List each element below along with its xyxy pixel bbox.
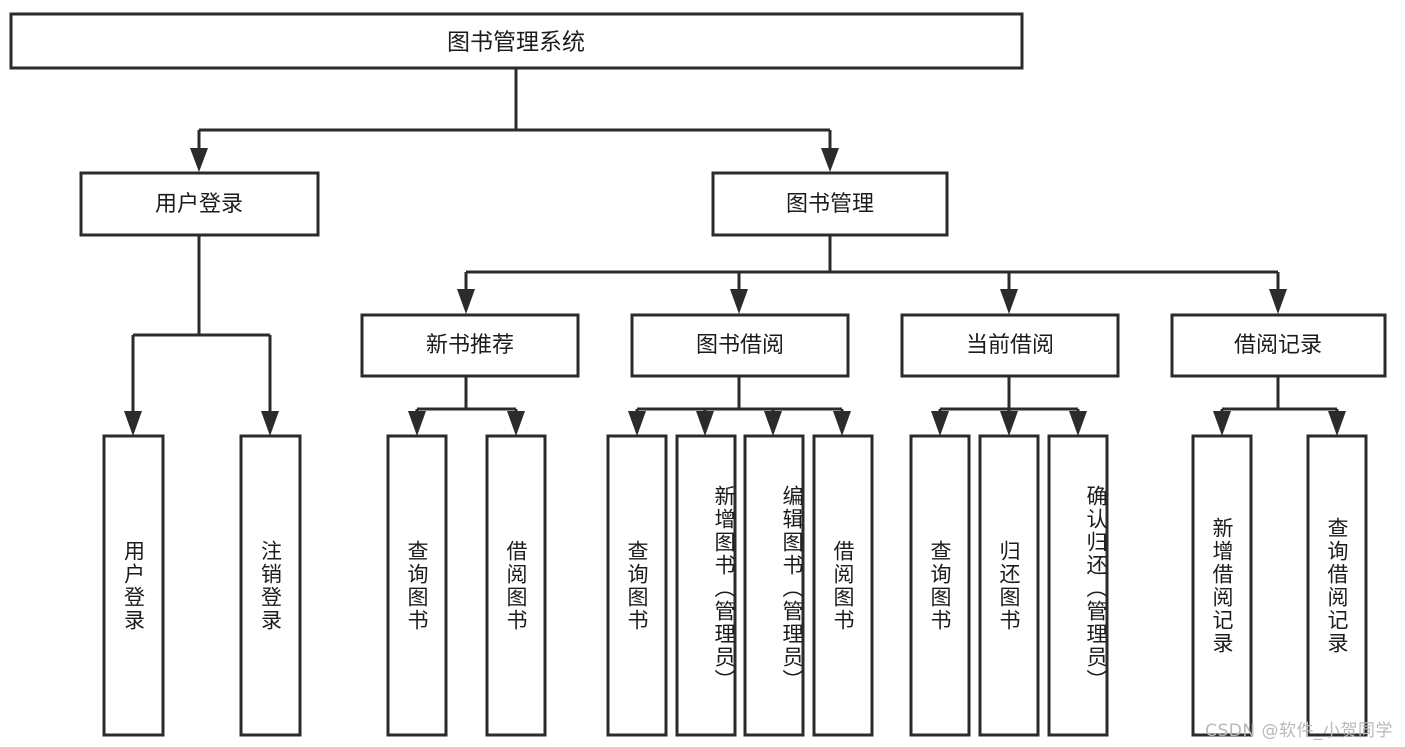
node-book-manage-label: 图书管理 bbox=[786, 192, 874, 217]
leaf-box-logout[interactable] bbox=[239, 434, 302, 737]
arrowhead-user-login bbox=[190, 148, 208, 172]
leaf-box-bookborrow-query[interactable] bbox=[606, 434, 668, 737]
node-user-login[interactable]: 用户登录 bbox=[79, 171, 320, 237]
arrowhead-newbook-leaf-2 bbox=[507, 411, 525, 436]
node-root-label: 图书管理系统 bbox=[447, 30, 585, 56]
arrowhead-book-borrow bbox=[730, 289, 748, 314]
arrowhead-leaf-logout bbox=[261, 411, 279, 436]
node-layer: 图书管理系统 用户登录 图书管理 新书推荐 图书借阅 bbox=[9, 12, 1387, 737]
arrowhead-book-manage bbox=[821, 148, 839, 172]
node-current-borrow-label: 当前借阅 bbox=[966, 333, 1054, 358]
node-root[interactable]: 图书管理系统 bbox=[9, 12, 1024, 70]
arrowhead-currentborrow-leaf-1 bbox=[931, 411, 949, 436]
node-book-manage[interactable]: 图书管理 bbox=[711, 171, 949, 237]
arrowhead-borrowrecord-leaf-2 bbox=[1328, 411, 1346, 436]
node-user-login-box[interactable] bbox=[79, 171, 320, 237]
node-book-borrow-box[interactable] bbox=[630, 313, 850, 378]
arrowhead-borrowrecord-leaf-1 bbox=[1213, 411, 1231, 436]
node-book-borrow[interactable]: 图书借阅 bbox=[630, 313, 850, 378]
leaf-box-record-query[interactable] bbox=[1306, 434, 1368, 737]
node-new-book-label: 新书推荐 bbox=[426, 333, 514, 358]
leaf-box-currentborrow-return[interactable] bbox=[978, 434, 1040, 737]
arrowhead-bookborrow-leaf-3 bbox=[764, 411, 782, 436]
arrowhead-bookborrow-leaf-1 bbox=[628, 411, 646, 436]
node-borrow-record[interactable]: 借阅记录 bbox=[1170, 313, 1387, 378]
node-new-book[interactable]: 新书推荐 bbox=[360, 313, 580, 378]
arrowhead-current-borrow bbox=[1000, 289, 1018, 314]
connector-layer bbox=[124, 68, 1346, 436]
node-book-manage-box[interactable] bbox=[711, 171, 949, 237]
leaf-box-user-login[interactable] bbox=[102, 434, 165, 737]
node-borrow-record-box[interactable] bbox=[1170, 313, 1387, 378]
leaf-box-bookborrow-edit[interactable] bbox=[743, 434, 805, 737]
node-current-borrow[interactable]: 当前借阅 bbox=[900, 313, 1120, 378]
arrowhead-borrow-record bbox=[1269, 289, 1287, 314]
arrowhead-new-book bbox=[457, 289, 475, 314]
node-root-box[interactable] bbox=[9, 12, 1024, 70]
arrowhead-currentborrow-leaf-3 bbox=[1069, 411, 1087, 436]
leaf-box-currentborrow-confirm[interactable] bbox=[1047, 434, 1109, 737]
node-borrow-record-label: 借阅记录 bbox=[1234, 333, 1322, 358]
node-book-borrow-label: 图书借阅 bbox=[696, 333, 784, 358]
leaf-box-record-add[interactable] bbox=[1191, 434, 1253, 737]
arrowhead-bookborrow-leaf-2 bbox=[696, 411, 714, 436]
leaf-box-bookborrow-add[interactable] bbox=[675, 434, 737, 737]
arrowhead-newbook-leaf-1 bbox=[408, 411, 426, 436]
leaf-box-bookborrow-borrow[interactable] bbox=[812, 434, 874, 737]
arrowhead-bookborrow-leaf-4 bbox=[833, 411, 851, 436]
arrowhead-currentborrow-leaf-2 bbox=[1000, 411, 1018, 436]
watermark-text: CSDN @软件_小贺同学 bbox=[1205, 721, 1393, 741]
leaf-box-newbook-borrow[interactable] bbox=[485, 434, 547, 737]
leaf-box-currentborrow-query[interactable] bbox=[909, 434, 971, 737]
arrowhead-leaf-user-login bbox=[124, 411, 142, 436]
leaf-box-newbook-query[interactable] bbox=[386, 434, 448, 737]
node-user-login-label: 用户登录 bbox=[155, 192, 243, 217]
node-current-borrow-box[interactable] bbox=[900, 313, 1120, 378]
node-new-book-box[interactable] bbox=[360, 313, 580, 378]
